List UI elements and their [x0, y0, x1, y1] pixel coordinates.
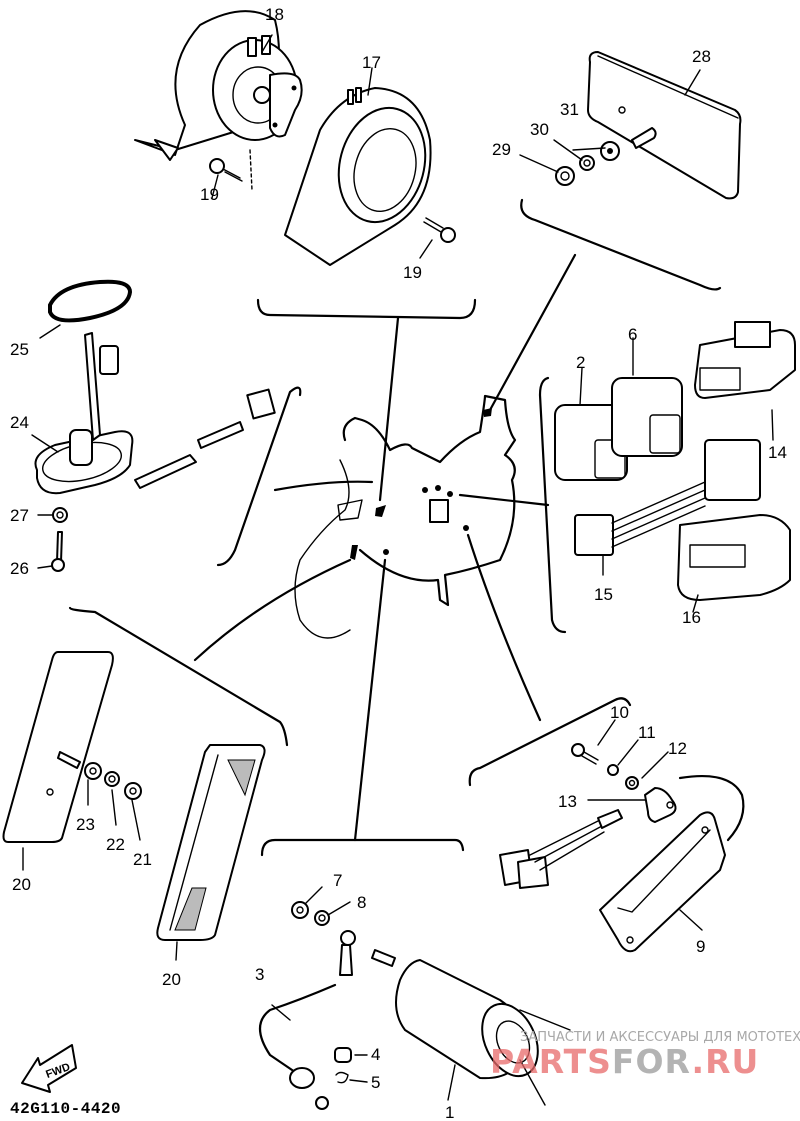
callout-6: 6	[628, 325, 637, 344]
callout-30: 30	[530, 120, 549, 139]
screw-26	[51, 531, 65, 572]
lead-3	[258, 930, 356, 1110]
callout-24: 24	[10, 413, 29, 432]
nut-7	[291, 901, 309, 919]
leader-lines	[22, 34, 774, 1101]
callout-20-right: 20	[162, 970, 181, 989]
callout-19-left: 19	[200, 185, 219, 204]
washer-8	[314, 910, 330, 926]
callout-2: 2	[576, 353, 585, 372]
callout-8: 8	[357, 893, 366, 912]
coupler-16	[677, 514, 791, 601]
relay-2	[554, 404, 628, 481]
fuel-sender-24	[34, 332, 276, 495]
callout-16: 16	[682, 608, 701, 627]
motorcycle-silhouette	[294, 394, 517, 639]
nut-29	[555, 166, 575, 186]
starter-relay-1	[371, 949, 571, 1106]
callout-11: 11	[638, 723, 656, 742]
washer-27	[52, 507, 68, 523]
watermark-brand: PARTSFOR.RU	[490, 1042, 759, 1081]
relay-6	[611, 377, 683, 457]
clip-5	[335, 1071, 349, 1084]
reflector-28	[587, 51, 742, 200]
callout-22: 22	[106, 835, 125, 854]
callout-31: 31	[560, 100, 579, 119]
callout-19-right: 19	[403, 263, 422, 282]
callout-3: 3	[255, 965, 264, 984]
watermark-brand-for: FOR	[611, 1042, 692, 1081]
reflector-20-left	[2, 651, 114, 843]
callout-14: 14	[768, 443, 787, 462]
washer-31	[600, 141, 620, 161]
callout-labels: 18 17 19 19 28 31 30 29 25 24 27 26 2 6 …	[10, 5, 787, 1121]
watermark-brand-ru: .RU	[691, 1042, 760, 1081]
callout-5: 5	[371, 1073, 380, 1092]
bolt-10	[571, 743, 599, 765]
callout-17: 17	[362, 53, 381, 72]
forward-arrow-icon: FWD	[21, 1044, 77, 1093]
watermark-tagline: ЗАПЧАСТИ И АКСЕССУАРЫ ДЛЯ МОТОТЕХНИКИ	[520, 1030, 800, 1045]
callout-25: 25	[10, 340, 29, 359]
callout-10: 10	[610, 703, 629, 722]
washer-11	[607, 764, 619, 776]
horn-18	[134, 10, 303, 161]
callout-4: 4	[371, 1045, 380, 1064]
washer-22	[104, 771, 120, 787]
unit-14	[694, 321, 796, 399]
callout-12: 12	[668, 739, 687, 758]
bolt-19-right	[423, 217, 456, 243]
callout-23: 23	[76, 815, 95, 834]
reflector-20-right	[156, 744, 266, 941]
stud-23	[57, 751, 102, 780]
callout-7: 7	[333, 871, 342, 890]
wiring-15	[574, 439, 761, 556]
callout-18: 18	[265, 5, 284, 24]
callout-1: 1	[445, 1103, 454, 1121]
callout-21: 21	[133, 850, 152, 869]
washer-12	[625, 776, 639, 790]
drawing-code: 42G110-4420	[10, 1100, 122, 1118]
nut-21	[124, 782, 142, 800]
washer-30	[579, 155, 595, 171]
bolt-19-left	[209, 149, 253, 191]
callout-13: 13	[558, 792, 577, 811]
regulator-9	[499, 774, 745, 953]
callout-20-left: 20	[12, 875, 31, 894]
gasket-25	[48, 279, 133, 323]
cap-4	[334, 1047, 352, 1063]
watermark-brand-parts: PARTS	[490, 1042, 612, 1081]
callout-9: 9	[696, 937, 705, 956]
callout-26: 26	[10, 559, 29, 578]
callout-15: 15	[594, 585, 613, 604]
clamp-13	[644, 787, 677, 823]
callout-28: 28	[692, 47, 711, 66]
callout-27: 27	[10, 506, 29, 525]
horn-17	[284, 87, 432, 266]
callout-29: 29	[492, 140, 511, 159]
